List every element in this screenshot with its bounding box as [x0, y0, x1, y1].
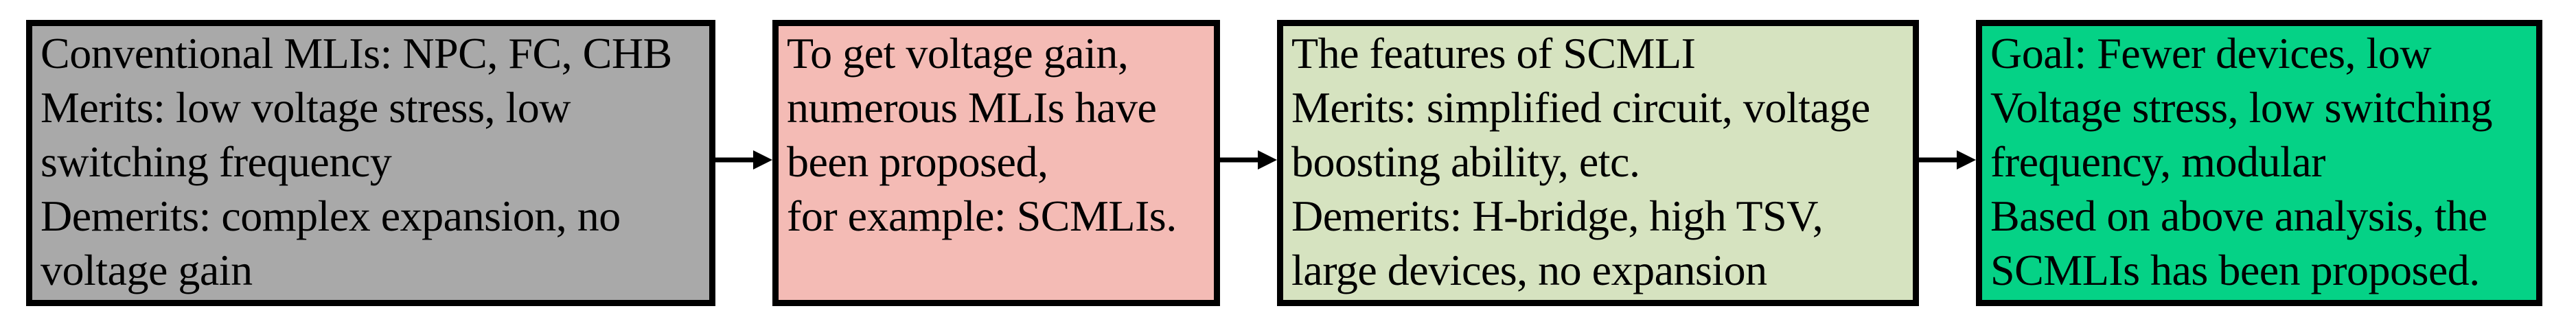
flow-box-conventional-mlis: Conventional MLIs: NPC, FC, CHB Merits: … — [26, 20, 715, 306]
flow-box-voltage-gain-mlis-text: To get voltage gain, numerous MLIs have … — [787, 29, 1177, 240]
arrow-right-icon-3 — [1919, 141, 1976, 179]
flow-box-scmli-features: The features of SCMLI Merits: simplified… — [1277, 20, 1919, 306]
flow-box-goal-scmli-proposed: Goal: Fewer devices, low Voltage stress,… — [1976, 20, 2542, 306]
flow-box-voltage-gain-mlis: To get voltage gain, numerous MLIs have … — [772, 20, 1220, 306]
arrow-right-icon-2 — [1220, 141, 1277, 179]
flow-box-conventional-mlis-text: Conventional MLIs: NPC, FC, CHB Merits: … — [41, 29, 672, 294]
flow-box-scmli-features-text: The features of SCMLI Merits: simplified… — [1291, 29, 1870, 294]
flow-box-goal-scmli-proposed-text: Goal: Fewer devices, low Voltage stress,… — [1990, 29, 2492, 294]
arrow-right-icon-1 — [715, 141, 772, 179]
